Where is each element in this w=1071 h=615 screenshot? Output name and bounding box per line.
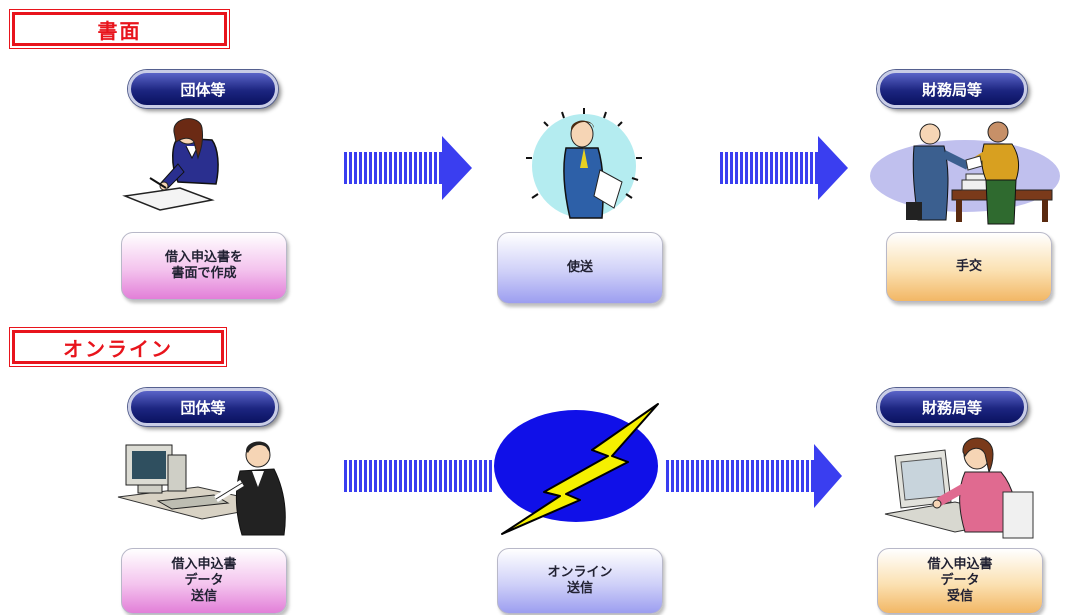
online-section-label: オンライン: [9, 327, 227, 367]
lightning-network-icon: [494, 403, 659, 535]
woman-computer-icon: [884, 437, 1034, 539]
online-arrow-1: [344, 460, 492, 492]
woman-writing-icon: [122, 118, 219, 211]
paper-step-handover: 手交: [886, 232, 1052, 302]
online-receiver-tag: 財務局等: [877, 388, 1027, 426]
paper-step-create: 借入申込書を 書面で作成: [121, 232, 287, 300]
online-arrow-2: [666, 444, 842, 508]
online-sender-tag: 団体等: [128, 388, 278, 426]
courier-running-icon: [526, 108, 642, 219]
paper-sender-tag: 団体等: [128, 70, 278, 108]
man-computer-icon: [117, 441, 286, 536]
online-step-online-send: オンライン 送信: [497, 548, 663, 614]
paper-section-label: 書面: [9, 9, 230, 49]
handover-counter-icon: [870, 121, 1060, 225]
online-step-receive-data: 借入申込書 データ 受信: [877, 548, 1043, 614]
online-step-send-data: 借入申込書 データ 送信: [121, 548, 287, 614]
paper-receiver-tag: 財務局等: [877, 70, 1027, 108]
paper-step-courier: 使送: [497, 232, 663, 304]
paper-arrow-2: [720, 136, 848, 200]
paper-arrow-1: [344, 136, 472, 200]
